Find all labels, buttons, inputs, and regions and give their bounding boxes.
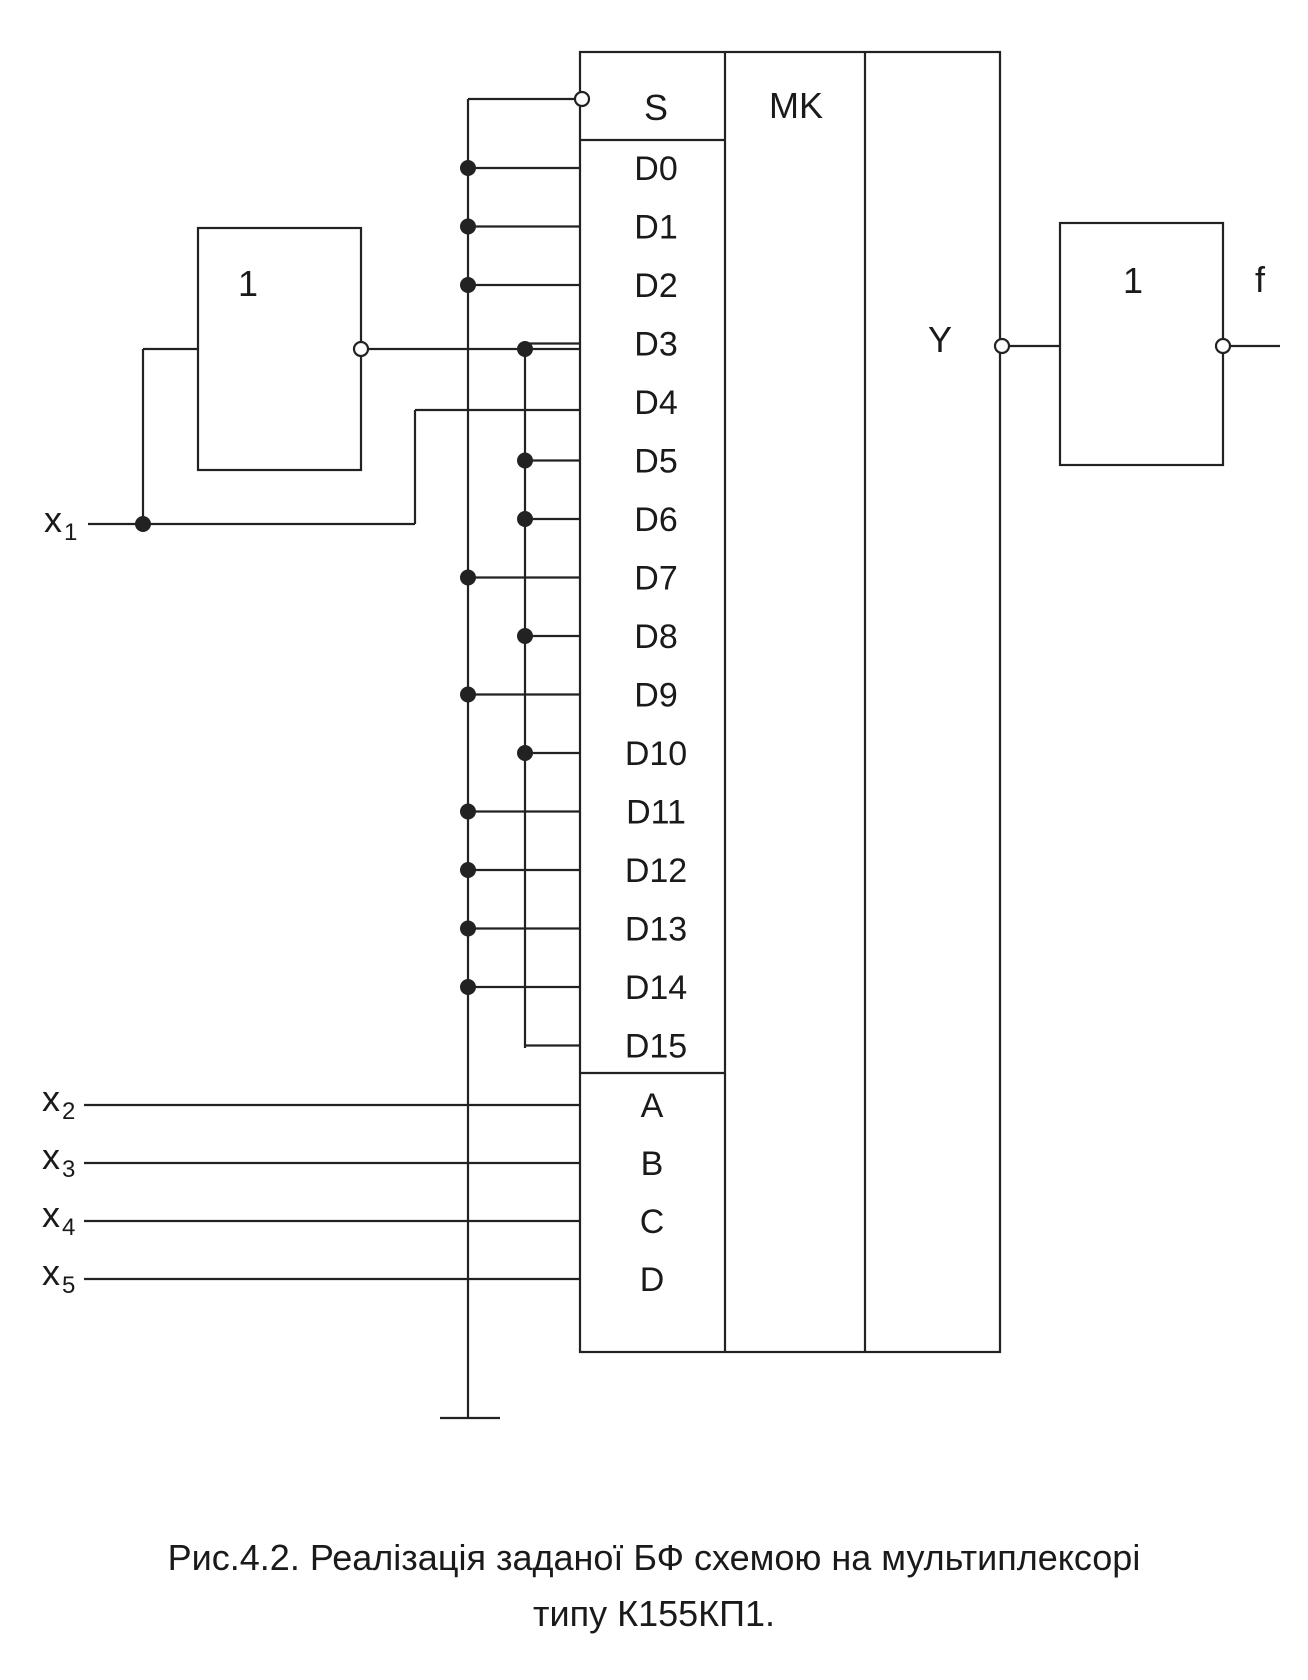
address-input-subscript: 3: [62, 1156, 75, 1183]
data-pin-label: D9: [634, 677, 677, 715]
data-pin-label: D6: [634, 501, 677, 539]
junction-dot: [460, 218, 476, 235]
junction-dot: [460, 686, 476, 703]
mux-strobe-label: S: [644, 87, 668, 128]
data-pin-label: D5: [634, 443, 677, 481]
junction-dot: [460, 803, 476, 820]
data-pin-label: D8: [634, 618, 677, 656]
input-inverter-label: 1: [238, 263, 258, 304]
address-input-subscript: 4: [62, 1214, 75, 1241]
data-pin-label: D3: [634, 326, 677, 364]
data-pin-label: D1: [634, 209, 677, 247]
address-pin-label: D: [640, 1261, 665, 1299]
address-pin-label: B: [641, 1145, 664, 1183]
data-pin-label: D10: [625, 735, 687, 773]
junction-dot: [460, 160, 476, 176]
input-inverter-bubble: [352, 340, 370, 358]
data-pin-label: D13: [625, 911, 687, 949]
address-input-label: x: [42, 1252, 60, 1293]
x1-junction-dot: [135, 516, 151, 532]
junction-dot: [460, 862, 476, 878]
address-pin-label: C: [640, 1203, 665, 1241]
address-input-label: x: [42, 1136, 60, 1177]
address-input-subscript: 5: [62, 1272, 75, 1299]
address-input-subscript: 2: [62, 1098, 75, 1125]
data-pin-wires: [460, 160, 580, 1047]
mux-output-bubble: [993, 337, 1011, 355]
junction-dot: [517, 745, 533, 761]
junction-dot: [517, 341, 533, 357]
mux-output-label: Y: [928, 319, 952, 360]
junction-dot: [517, 628, 533, 644]
caption-line-2: типу К155КП1.: [533, 1593, 775, 1634]
strobe-bubble: [573, 90, 591, 108]
mux-title: MK: [769, 85, 823, 126]
junction-dot: [460, 920, 476, 937]
address-wires: [84, 1103, 580, 1281]
data-pin-label: D7: [634, 560, 677, 598]
output-inverter-label: 1: [1123, 260, 1143, 301]
data-pin-label: D14: [625, 969, 687, 1007]
x1-label-base: x: [44, 499, 62, 540]
figure-caption: Рис.4.2. Реалізація заданої БФ схемою на…: [0, 1530, 1308, 1642]
junction-dot: [460, 277, 476, 293]
input-inverter-gate: [196, 226, 363, 472]
address-input-label: x: [42, 1078, 60, 1119]
address-input-label: x: [42, 1194, 60, 1235]
junction-dot: [460, 569, 476, 586]
data-pin-label: D2: [634, 267, 677, 305]
output-inverter-bubble: [1214, 337, 1232, 355]
data-pin-label: D12: [625, 852, 687, 890]
x1-label-sub: 1: [64, 519, 77, 546]
multiplexer-body: [578, 50, 1002, 1354]
data-pin-label: D4: [634, 384, 677, 422]
data-pin-label: D15: [625, 1028, 687, 1066]
output-f-label: f: [1255, 259, 1266, 300]
junction-dot: [517, 511, 533, 527]
data-pin-label: D11: [626, 794, 686, 832]
junction-dot: [517, 452, 533, 469]
caption-line-1: Рис.4.2. Реалізація заданої БФ схемою на…: [167, 1537, 1141, 1578]
address-pin-label: A: [641, 1087, 664, 1125]
junction-dot: [460, 979, 476, 995]
data-pin-label: D0: [634, 150, 677, 188]
